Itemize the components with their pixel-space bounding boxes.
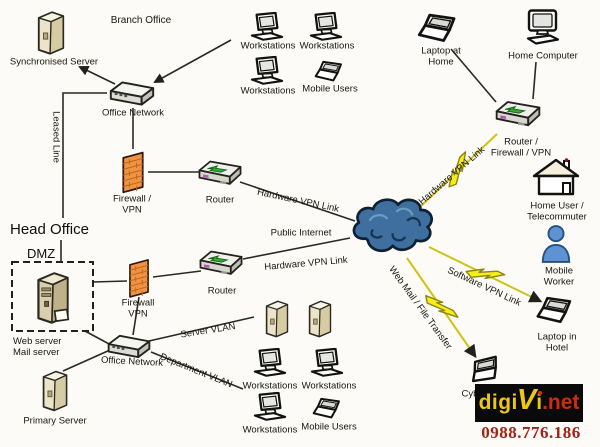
- head-office-router-label: Router: [207, 285, 237, 297]
- logo-text-net: .net: [542, 391, 580, 414]
- logo-text-i: i: [536, 391, 543, 414]
- workstation-icon: [253, 392, 287, 423]
- branch-router-label: Router: [205, 194, 235, 206]
- mobile-users-label: Mobile Users: [302, 83, 358, 95]
- workstations-label: Workstations: [242, 424, 298, 436]
- branch-router-icon: [195, 156, 245, 192]
- branch-office-network-hub-icon: [106, 78, 158, 108]
- dmz-boundary-box: [11, 261, 94, 332]
- dmz-label: DMZ: [27, 246, 56, 261]
- primary-server-label: Primary Server: [23, 415, 87, 427]
- workstation-icon: [310, 348, 344, 379]
- mobile-users-laptop-icon: [312, 397, 344, 421]
- cyber-cafe-label: Cyb: [461, 388, 479, 400]
- head-office-firewall-icon: [125, 257, 153, 299]
- home-router-firewall-icon: [492, 96, 544, 134]
- dmz-servers-label: Web server Mail server: [13, 336, 62, 359]
- workstation-icon: [253, 348, 287, 379]
- dmz-server-icon: [29, 270, 77, 326]
- office-network-label: Office Network: [101, 107, 165, 119]
- home-user-house-icon: [531, 157, 581, 197]
- mobile-worker-label: Mobile Worker: [543, 265, 575, 288]
- workstations-label: Workstations: [242, 380, 298, 392]
- laptop-in-hotel-icon: [535, 296, 577, 326]
- mobile-users-label: Mobile Users: [301, 421, 357, 433]
- vlan-server-icon: [261, 298, 293, 340]
- home-user-label: Home User / Telecommuter: [527, 200, 587, 223]
- synchronised-server-label: Synchronised Server: [9, 56, 99, 68]
- workstation-icon: [250, 12, 284, 43]
- workstations-label: Workstations: [240, 40, 296, 52]
- laptop-at-home-icon: [417, 13, 461, 46]
- workstations-label: Workstations: [299, 40, 355, 52]
- laptop-in-hotel-label: Laptop in Hotel: [537, 331, 577, 354]
- head-office-title: Head Office: [10, 221, 89, 238]
- laptop-at-home-label: Laptop at Home: [421, 45, 461, 68]
- head-office-firewall-label: Firewall VPN: [121, 297, 155, 320]
- vlan-server-icon: [304, 298, 336, 340]
- home-computer-icon: [522, 9, 562, 45]
- primary-server-icon: [37, 369, 73, 413]
- mobile-worker-person-icon: [539, 224, 573, 264]
- workstations-label: Workstations: [301, 380, 357, 392]
- watermark-phone-number: 0988.776.186: [481, 423, 581, 442]
- branch-firewall-label: Firewall / VPN: [112, 193, 152, 216]
- logo-text-v: V: [516, 384, 537, 417]
- lan-lines: [60, 39, 537, 390]
- public-internet-label: Public Internet: [270, 227, 332, 239]
- home-computer-label: Home Computer: [508, 50, 578, 62]
- logo-text-digi: digi: [478, 391, 518, 414]
- head-office-router-icon: [196, 246, 246, 282]
- mobile-users-laptop-icon: [314, 60, 346, 84]
- branch-firewall-icon: [118, 149, 148, 195]
- branch-office-title: Branch Office: [110, 15, 172, 26]
- workstation-icon: [309, 12, 343, 43]
- home-router-firewall-label: Router / Firewall / VPN: [490, 136, 552, 159]
- workstation-icon: [250, 56, 284, 87]
- workstations-label: Workstations: [240, 85, 296, 97]
- leased-line-label: Leased Line: [50, 111, 62, 163]
- synchronised-server-icon: [29, 10, 73, 57]
